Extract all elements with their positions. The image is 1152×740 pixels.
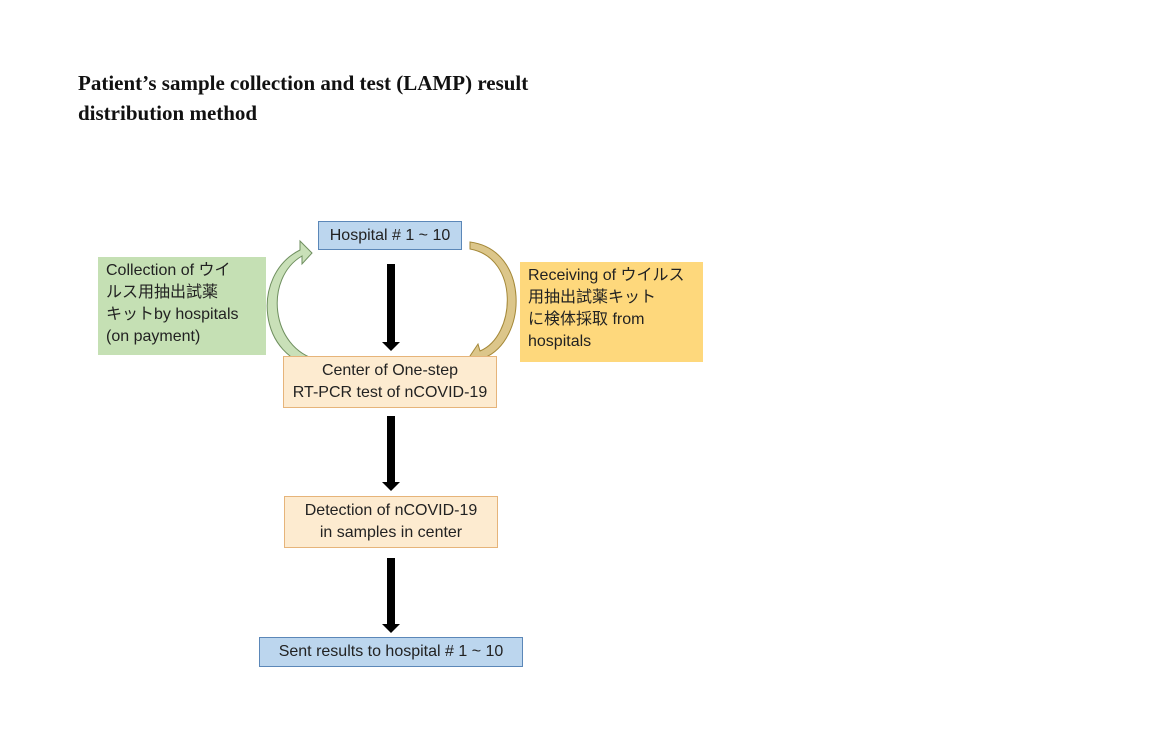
receiving-note-line-2: 用抽出試薬キット [528, 289, 657, 306]
results-node-label: Sent results to hospital # 1 ~ 10 [278, 643, 504, 660]
collection-note: Collection of ウイ ルス用抽出試薬 キットby hospitals… [98, 257, 266, 355]
center-node-line-1: Center of One-step [321, 362, 459, 379]
collection-note-line-1: Collection of ウイ [106, 262, 231, 279]
diagram-title: Patient’s sample collection and test (LA… [78, 68, 638, 128]
collection-note-line-3: キットby hospitals [106, 306, 239, 323]
down-arrow-1 [382, 264, 400, 351]
collection-note-line-4: (on payment) [106, 328, 201, 345]
hospital-node: Hospital # 1 ~ 10 [318, 221, 462, 250]
curved-arrow-collection [266, 239, 319, 368]
receiving-note: Receiving of ウイルス 用抽出試薬キット に検体採取 from ho… [520, 262, 703, 362]
receiving-note-line-3: に検体採取 from [528, 311, 645, 328]
collection-note-line-2: ルス用抽出試薬 [106, 284, 219, 301]
detection-node-line-2: in samples in center [319, 524, 463, 541]
detection-node-line-1: Detection of nCOVID-19 [304, 502, 478, 519]
results-node: Sent results to hospital # 1 ~ 10 [259, 637, 523, 667]
receiving-note-line-1: Receiving of ウイルス [528, 267, 685, 284]
hospital-node-label: Hospital # 1 ~ 10 [329, 227, 451, 244]
curved-arrow-receiving [469, 241, 517, 367]
title-line-1: Patient’s sample collection and test (LA… [78, 71, 529, 95]
down-arrow-2 [382, 416, 400, 491]
center-node-line-2: RT-PCR test of nCOVID-19 [292, 384, 488, 401]
receiving-note-line-4: hospitals [528, 333, 592, 350]
center-node: Center of One-step RT-PCR test of nCOVID… [283, 356, 497, 408]
detection-node: Detection of nCOVID-19 in samples in cen… [284, 496, 498, 548]
title-line-2: distribution method [78, 101, 258, 125]
down-arrow-3 [382, 558, 400, 633]
